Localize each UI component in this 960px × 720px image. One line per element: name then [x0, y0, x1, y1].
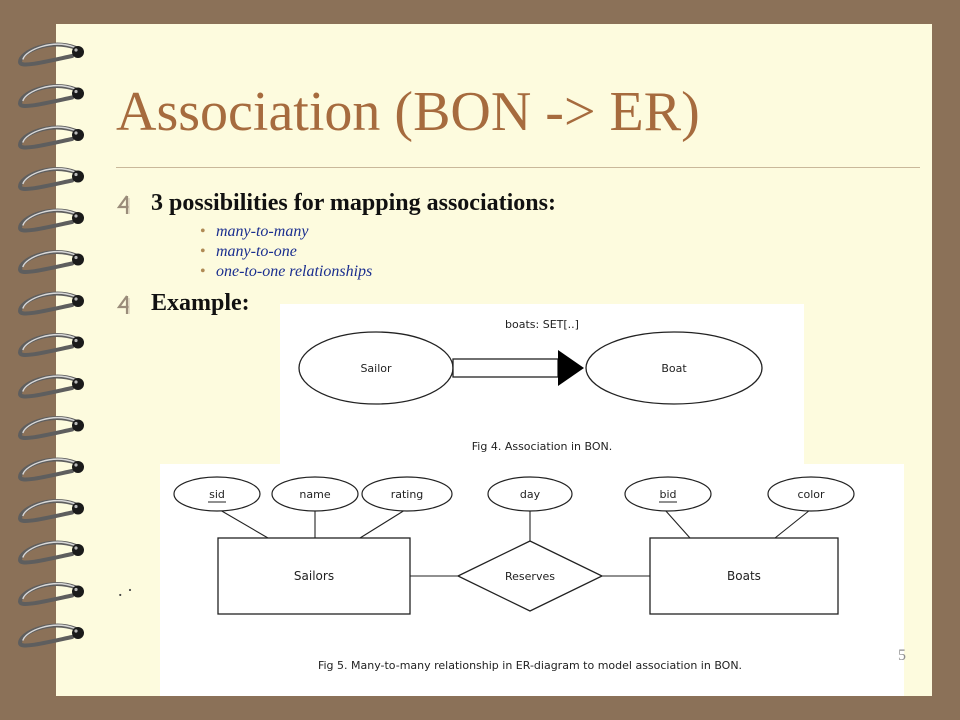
binding-ring [17, 125, 84, 150]
binding-ring [17, 374, 84, 399]
bon-class-boat [585, 331, 763, 405]
bon-association-label: boats: SET[..] [505, 318, 579, 331]
er-attribute-rating [361, 476, 453, 512]
bon-class-boat-label: Boat [661, 362, 687, 375]
er-entity-sailors [217, 537, 411, 615]
figure-er-caption: Fig 5. Many-to-many relationship in ER-d… [318, 659, 742, 672]
binding-ring [17, 499, 84, 523]
figure-bon-caption: Fig 4. Association in BON. [472, 440, 612, 453]
page-number: 5 [898, 647, 906, 664]
binding-ring [17, 333, 84, 357]
binding-ring [17, 416, 84, 440]
bon-association-arrow-shaft [452, 358, 559, 378]
er-attribute-sid [173, 476, 261, 512]
sub-bullet-list: •many-to-many •many-to-one •one-to-one r… [200, 222, 373, 282]
er-attribute-rating-label: rating [391, 488, 424, 501]
er-attribute-bid-label: bid [659, 488, 676, 501]
binding-ring [17, 167, 84, 191]
bon-class-sailor-label: Sailor [360, 362, 392, 375]
binding-rings [17, 42, 84, 648]
sub-item: •many-to-many [200, 223, 309, 240]
figure-er-diagram: sid name rating day bid color Sailors Bo… [160, 464, 904, 696]
binding-ring [17, 84, 84, 108]
er-attribute-color-label: color [797, 488, 825, 501]
er-entity-boats [649, 537, 839, 615]
er-entity-sailors-label: Sailors [294, 569, 334, 583]
er-attribute-color [767, 476, 855, 512]
slide-title: Association (BON -> ER) [116, 81, 700, 143]
binding-ring [17, 208, 84, 233]
stray-marks: . · [118, 580, 133, 600]
binding-ring [17, 582, 84, 606]
er-attribute-day [487, 476, 573, 512]
binding-ring [17, 623, 84, 648]
binding-ring [17, 540, 84, 565]
er-entity-boats-label: Boats [727, 569, 761, 583]
binding-ring [17, 457, 84, 482]
bullet-mapping-possibilities: 3 possibilities for mapping associations… [151, 190, 556, 216]
bullet-4-icon [116, 195, 130, 214]
binding-ring [17, 250, 84, 274]
title-divider [116, 167, 920, 168]
figure-bon-association: boats: SET[..] Sailor Boat Fig 4. Associ… [280, 304, 804, 464]
binding-ring [17, 42, 84, 67]
er-relationship-reserves-label: Reserves [505, 570, 555, 583]
er-attribute-day-label: day [520, 488, 541, 501]
er-relationship-reserves [456, 540, 604, 612]
er-attribute-name [271, 476, 359, 512]
er-attribute-name-label: name [299, 488, 330, 501]
bullet-4-icon [116, 295, 130, 314]
binding-ring [17, 291, 84, 316]
er-attribute-bid [624, 476, 712, 512]
sub-item: •one-to-one relationships [200, 263, 373, 280]
bon-association-arrow-head [558, 350, 584, 386]
sub-item: •many-to-one [200, 243, 297, 260]
er-attribute-sid-label: sid [209, 488, 225, 501]
bullet-example: Example: [151, 290, 250, 316]
